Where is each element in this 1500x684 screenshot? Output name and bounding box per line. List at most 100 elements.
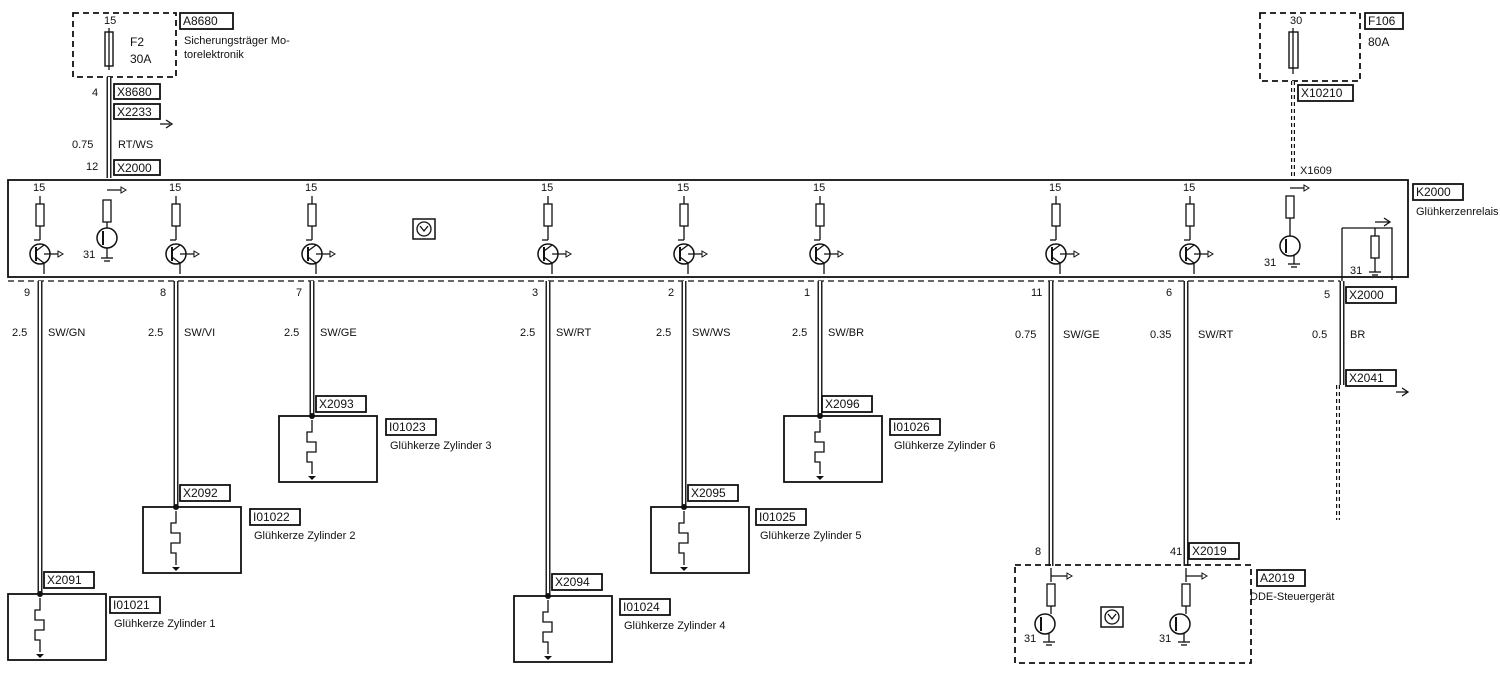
ecu-a2019: A2019 DDE-Steuergerät X2019 31 bbox=[1014, 542, 1334, 664]
terminal-15-label: 15 bbox=[33, 182, 45, 194]
control-logic-icon bbox=[412, 218, 436, 240]
svg-text:X2041: X2041 bbox=[1349, 371, 1384, 385]
wire-color: SW/BR bbox=[828, 327, 864, 339]
channel-transistor bbox=[1045, 195, 1080, 275]
part-number: I01024 bbox=[623, 600, 660, 614]
svg-text:4: 4 bbox=[92, 87, 98, 99]
fuse-carrier-a8680: 15 F2 30A A8680 Sicherungsträger Mo- tor… bbox=[72, 12, 290, 78]
glow-plug-icon bbox=[542, 599, 553, 661]
svg-text:DDE-Steuergerät: DDE-Steuergerät bbox=[1250, 591, 1334, 603]
svg-text:X2019: X2019 bbox=[1192, 544, 1227, 558]
sense-transistor: 31 bbox=[1264, 184, 1310, 269]
wire-color: SW/GE bbox=[320, 327, 357, 339]
terminal-15-label: 15 bbox=[1183, 182, 1195, 194]
glow-plug-icon bbox=[34, 597, 45, 659]
connector-tag: X2093 bbox=[319, 397, 354, 411]
channel-transistor bbox=[301, 195, 336, 275]
glow-plug-housing bbox=[7, 593, 107, 661]
svg-text:F106: F106 bbox=[1368, 14, 1396, 28]
svg-text:Glühkerzenrelais: Glühkerzenrelais bbox=[1416, 206, 1499, 218]
svg-text:F2: F2 bbox=[130, 35, 144, 49]
part-number: I01026 bbox=[893, 420, 930, 434]
wire-gauge: 2.5 bbox=[12, 327, 27, 339]
ecu-logic-icon bbox=[1100, 606, 1124, 628]
part-number: I01023 bbox=[389, 420, 426, 434]
glow-plug-description: Glühkerze Zylinder 3 bbox=[390, 440, 492, 452]
terminal-15-label: 15 bbox=[305, 182, 317, 194]
svg-text:31: 31 bbox=[1024, 633, 1036, 645]
svg-text:X2233: X2233 bbox=[117, 105, 152, 119]
wire-color: SW/VI bbox=[184, 327, 215, 339]
wire-color: SW/WS bbox=[692, 327, 731, 339]
terminal-15-label: 15 bbox=[813, 182, 825, 194]
part-number: I01025 bbox=[759, 510, 796, 524]
svg-text:A8680: A8680 bbox=[183, 14, 218, 28]
svg-text:31: 31 bbox=[1350, 265, 1362, 277]
glow-plug-icon bbox=[814, 419, 825, 481]
part-number: I01022 bbox=[253, 510, 290, 524]
svg-text:0.75: 0.75 bbox=[72, 139, 93, 151]
glow-plug-housing bbox=[278, 415, 378, 483]
svg-text:RT/WS: RT/WS bbox=[118, 139, 153, 151]
channel-transistor bbox=[165, 195, 200, 275]
channel-transistor bbox=[537, 195, 572, 275]
glow-plug-description: Glühkerze Zylinder 1 bbox=[114, 618, 216, 630]
glow-plug-housing bbox=[650, 506, 750, 574]
svg-text:80A: 80A bbox=[1368, 35, 1389, 49]
pin-number: 3 bbox=[532, 287, 538, 299]
channel-transistor bbox=[673, 195, 708, 275]
ground-wire: 5 X2000 0.5 BR X2041 bbox=[1312, 281, 1410, 520]
svg-text:X1609: X1609 bbox=[1300, 165, 1332, 177]
connector-tag: X2094 bbox=[555, 575, 590, 589]
svg-text:0.5: 0.5 bbox=[1312, 329, 1327, 341]
svg-text:A2019: A2019 bbox=[1260, 571, 1295, 585]
svg-text:X8680: X8680 bbox=[117, 85, 152, 99]
pin-number: 2 bbox=[668, 287, 674, 299]
terminal-15-label: 15 bbox=[1049, 182, 1061, 194]
svg-text:15: 15 bbox=[104, 15, 116, 27]
svg-text:31: 31 bbox=[83, 249, 95, 261]
pin-number: 1 bbox=[804, 287, 810, 299]
wire-color: SW/RT bbox=[556, 327, 592, 339]
glow-plug-description: Glühkerze Zylinder 6 bbox=[894, 440, 996, 452]
wire-gauge: 2.5 bbox=[148, 327, 163, 339]
glow-plug-icon bbox=[306, 419, 317, 481]
channel-transistor bbox=[809, 195, 844, 275]
wire-color: SW/RT bbox=[1198, 329, 1234, 341]
svg-text:K2000: K2000 bbox=[1416, 185, 1451, 199]
glow-plug-icon bbox=[678, 510, 689, 572]
svg-text:BR: BR bbox=[1350, 329, 1365, 341]
wire-gauge: 2.5 bbox=[520, 327, 535, 339]
wire-gauge: 2.5 bbox=[792, 327, 807, 339]
wire-color: SW/GE bbox=[1063, 329, 1100, 341]
pin-number: 11 bbox=[1031, 287, 1042, 299]
svg-text:31: 31 bbox=[1159, 633, 1171, 645]
ecu-pin-number: 8 bbox=[1035, 546, 1041, 558]
glow-plug-description: Glühkerze Zylinder 5 bbox=[760, 530, 862, 542]
wire-gauge: 0.75 bbox=[1015, 329, 1036, 341]
connector-tag: X2091 bbox=[47, 573, 82, 587]
ecu-pin-number: 41 bbox=[1170, 546, 1182, 558]
pin-number: 6 bbox=[1166, 287, 1172, 299]
glow-plug-housing bbox=[513, 595, 613, 663]
svg-text:31: 31 bbox=[1264, 257, 1276, 269]
channel-transistor bbox=[29, 195, 64, 275]
terminal-15-label: 15 bbox=[541, 182, 553, 194]
control-wire: 11 0.75 SW/GE 8 bbox=[1015, 281, 1100, 566]
wire-gauge: 2.5 bbox=[284, 327, 299, 339]
glow-plug-housing bbox=[142, 506, 242, 574]
channel-transistor bbox=[1179, 195, 1214, 275]
wire-color: SW/GN bbox=[48, 327, 85, 339]
connector-tag: X2092 bbox=[183, 486, 218, 500]
svg-text:X10210: X10210 bbox=[1301, 86, 1343, 100]
glow-plug-description: Glühkerze Zylinder 2 bbox=[254, 530, 356, 542]
svg-text:Sicherungsträger Mo-: Sicherungsträger Mo- bbox=[184, 35, 290, 47]
svg-text:12: 12 bbox=[86, 161, 98, 173]
pin-number: 8 bbox=[160, 287, 166, 299]
